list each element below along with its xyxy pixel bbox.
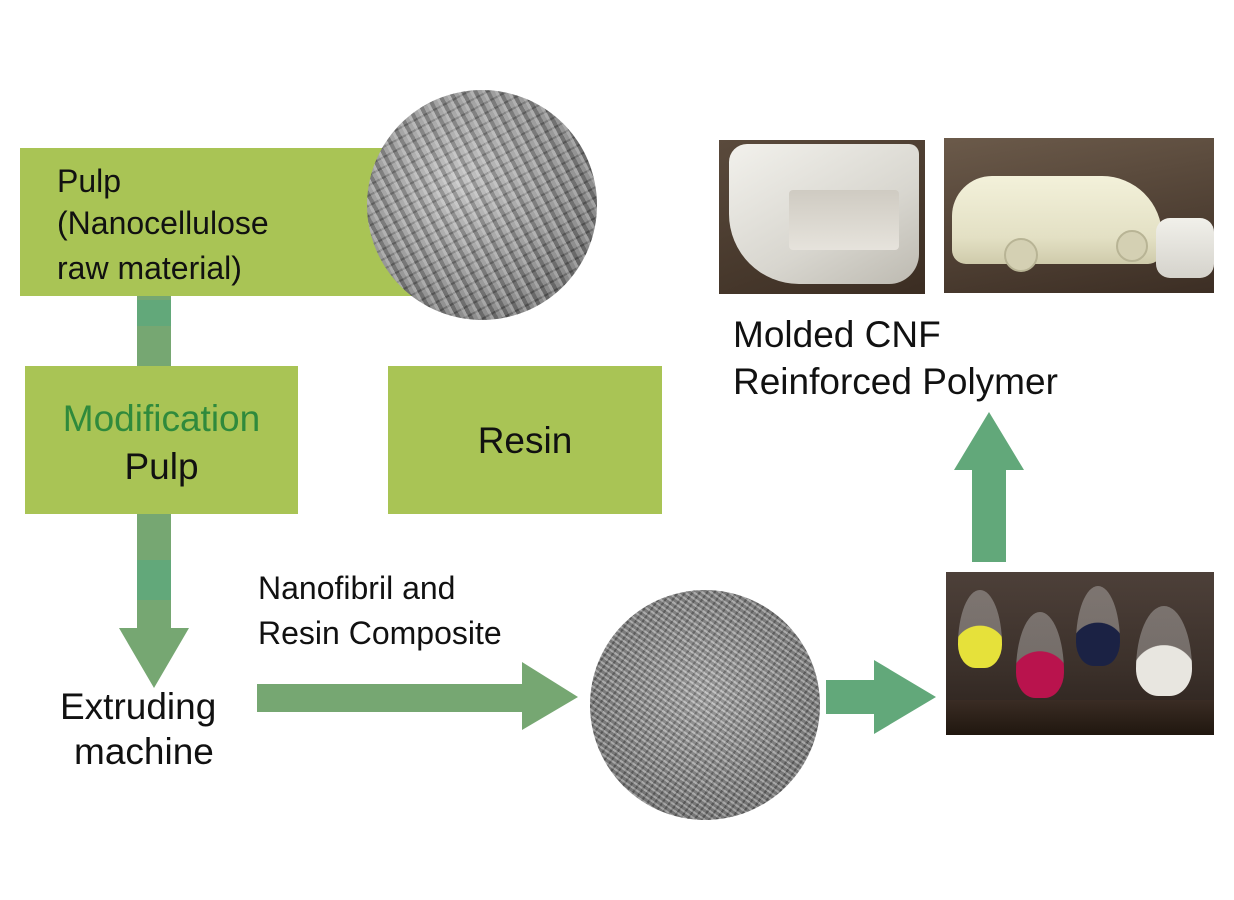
composite-label-line-1: Nanofibril and: [258, 570, 456, 606]
pulp-micrograph-image: [367, 90, 597, 320]
car-wheel-front: [1004, 238, 1038, 272]
composite-label-line-2: Resin Composite: [258, 615, 502, 651]
arrow-down-to-extruder: [119, 514, 189, 688]
extruder-label-line-1: Extruding: [60, 686, 217, 727]
arrow-down-highlight: [137, 560, 171, 600]
pellet-jar-white: [1136, 606, 1192, 696]
product-label-line-2: Reinforced Polymer: [733, 361, 1058, 402]
extra-part: [1156, 218, 1214, 278]
modification-pulp-label: Pulp: [124, 446, 199, 487]
pellet-jar-magenta: [1016, 612, 1064, 698]
product-label-line-1: Molded CNF: [733, 314, 941, 355]
connector-pulp-highlight: [137, 300, 171, 326]
pellets-photo: [946, 572, 1214, 735]
table-edge: [946, 700, 1214, 735]
car-wheel-rear: [1116, 230, 1148, 262]
housing-recess: [789, 190, 899, 250]
pellet-jar-yellow: [958, 590, 1002, 668]
extruder-label-line-2: machine: [74, 731, 214, 772]
composite-micrograph-image: [590, 590, 820, 820]
pulp-box: [20, 148, 420, 296]
pulp-label-line-2: (Nanocellulose: [57, 205, 269, 241]
pellet-jar-navy: [1076, 586, 1120, 666]
arrow-right-to-pellets: [826, 660, 936, 734]
arrow-right-to-composite: [257, 662, 578, 730]
modification-label: Modification: [62, 398, 261, 439]
pulp-label-line-1: Pulp: [57, 163, 122, 199]
resin-label: Resin: [477, 420, 573, 461]
molded-car-photo: [944, 138, 1214, 293]
resin-box: [388, 366, 662, 514]
pulp-label-line-3: raw material): [57, 250, 242, 286]
molded-housing-photo: [719, 140, 925, 294]
arrow-up-to-product: [954, 412, 1024, 562]
modification-pulp-box: [25, 366, 298, 514]
